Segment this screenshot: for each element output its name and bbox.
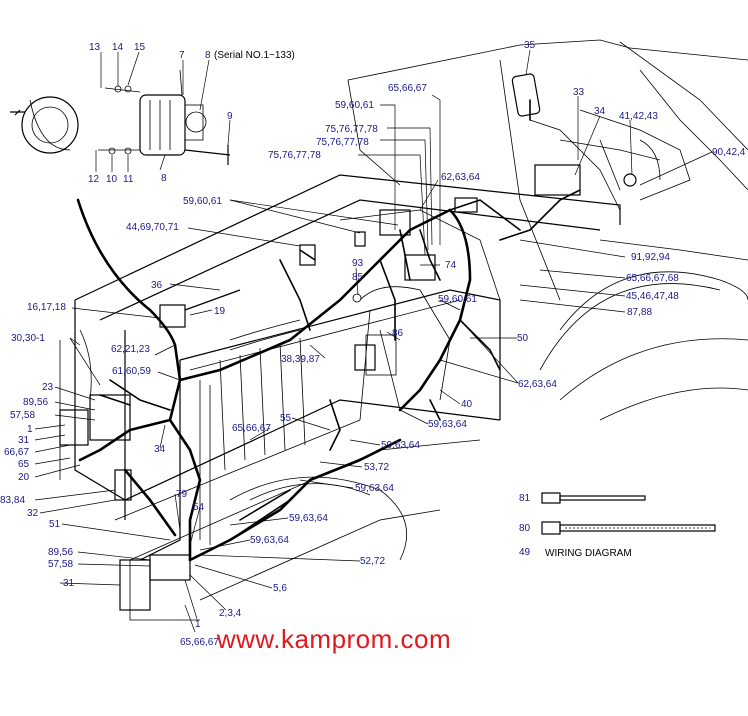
watermark: www.kamprom.com [216,624,452,654]
label-11: 11 [123,174,134,185]
label-79: 79 [176,489,188,500]
components [59,73,637,611]
label-91-92-94: 91,92,94 [631,252,670,263]
label-62-21-23: 62,21,23 [111,344,150,355]
label-1: 1 [27,424,33,435]
label-49: 49 [519,547,531,558]
label-65-66-67-b: 65,66,67 [232,423,271,434]
wire-tie-80 [541,521,716,535]
label-87-88: 87,88 [627,307,652,318]
label-83-84: 83,84 [0,495,25,506]
label-59-63-64-b: 59,63,64 [381,440,420,451]
label-59-60-61-b: 59,60,61 [183,196,222,207]
label-75-76-77-78-a: 75,76,77,78 [325,124,378,135]
leader-lines [34,49,713,633]
label-51: 51 [49,519,61,530]
label-52-72: 52,72 [360,556,385,567]
label-20: 20 [18,472,30,483]
wire-tie-81 [541,492,646,504]
label-7: 7 [179,50,185,61]
label-23: 23 [42,382,54,393]
label-8: 8 [205,50,211,61]
label-34: 34 [594,106,606,117]
label-59-63-64-a: 59,63,64 [428,419,467,430]
label-33: 33 [573,87,585,98]
label-59-63-64-e: 59,63,64 [250,535,289,546]
label-85: 85 [352,272,364,283]
label-57-58-b: 57,58 [48,559,73,570]
label-90-42-4: 90,42,4 [712,147,746,158]
label-31-b: 31 [63,578,75,589]
label-38-39-87: 38,39,87 [281,354,320,365]
label-89-56: 89,56 [23,397,48,408]
alternator-assembly [10,69,231,165]
label-5-6: 5,6 [273,583,287,594]
label-10: 10 [106,174,118,185]
label-65: 65 [18,459,30,470]
label-36: 36 [151,280,163,291]
label-59-60-61-c: 59,60,61 [438,294,477,305]
frame-linework [59,39,748,621]
label-16-17-18: 16,17,18 [27,302,66,313]
label-61-60-59: 61,60,59 [112,366,151,377]
label-8b: 8 [161,173,167,184]
label-12: 12 [88,174,100,185]
label-59-63-64-c: 59,63,64 [355,483,394,494]
wiring-harness [76,99,581,562]
label-80: 80 [519,523,531,534]
label-93: 93 [352,258,364,269]
label-1-b: 1 [195,619,201,630]
label-53-72: 53,72 [364,462,389,473]
label-59-63-64-d: 59,63,64 [289,513,328,524]
label-2-3-4: 2,3,4 [219,608,242,619]
label-32: 32 [27,508,39,519]
label-62-63-64-b: 62,63,64 [518,379,557,390]
label-50: 50 [517,333,529,344]
label-55: 55 [280,413,292,424]
label-57-58: 57,58 [10,410,35,421]
label-65-66-67-c: 65,66,67 [180,637,219,648]
label-13: 13 [89,42,101,53]
label-62-63-64: 62,63,64 [441,172,480,183]
serial-note: (Serial NO.1~133) [214,50,295,61]
wiring-diagram-title: WIRING DIAGRAM [545,548,632,559]
label-31: 31 [18,435,30,446]
label-41-42-43: 41,42,43 [619,111,658,122]
label-35: 35 [524,40,536,51]
label-15: 15 [134,42,146,53]
label-45-46-47-48: 45,46,47,48 [626,291,679,302]
label-59-60-61: 59,60,61 [335,100,374,111]
label-75-76-77-78-b: 75,76,77,78 [316,137,369,148]
label-9: 9 [227,111,233,122]
label-75-76-77-78-c: 75,76,77,78 [268,150,321,161]
label-19: 19 [214,306,226,317]
label-40: 40 [461,399,473,410]
label-30-30-1: 30,30-1 [11,333,45,344]
label-65-66-67: 65,66,67 [388,83,427,94]
label-44-69-70-71: 44,69,70,71 [126,222,179,233]
label-66-67: 66,67 [4,447,29,458]
label-34-b: 34 [154,444,166,455]
label-74: 74 [445,260,457,271]
label-86: 86 [392,328,404,339]
label-81: 81 [519,493,531,504]
label-65-66-67-68: 65,66,67,68 [626,273,679,284]
label-54: 54 [193,502,205,513]
label-89-56-b: 89,56 [48,547,73,558]
reference-labels: 13 14 15 7 8 (Serial NO.1~133) 9 12 10 1… [0,40,746,648]
label-14: 14 [112,42,124,53]
